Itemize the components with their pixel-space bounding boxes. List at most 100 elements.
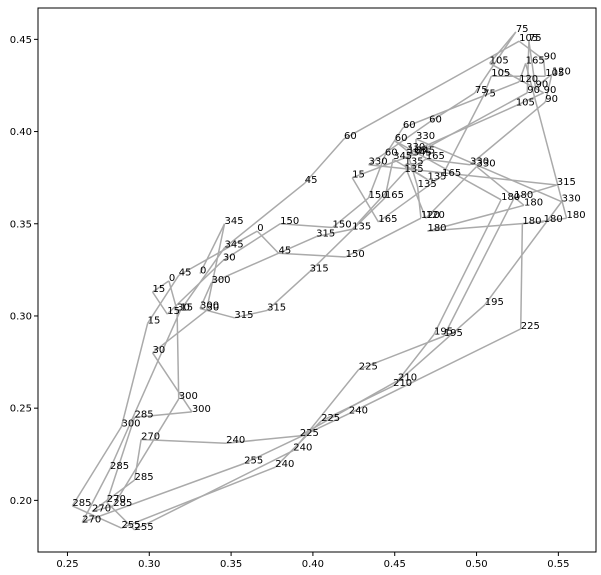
- series-segment: [120, 323, 149, 427]
- series-segment: [542, 59, 547, 77]
- data-point-label: 225: [321, 413, 340, 424]
- data-point-label: 255: [244, 455, 263, 466]
- data-point-label: 315: [316, 229, 335, 240]
- series-segment: [106, 417, 136, 503]
- data-point-label: 45: [279, 245, 292, 256]
- data-point-label: 60: [403, 120, 416, 131]
- series-segment: [404, 164, 428, 181]
- y-axis-ticks: 0.200.250.300.350.400.45: [10, 35, 38, 507]
- data-point-label: 300: [200, 301, 219, 312]
- series-segment: [81, 468, 111, 523]
- data-point-label: 345: [393, 151, 412, 162]
- y-tick-label: 0.20: [10, 496, 32, 507]
- series-segment: [280, 223, 333, 229]
- y-tick-label: 0.40: [10, 127, 32, 138]
- data-point-label: 345: [225, 216, 244, 227]
- data-point-label: 315: [267, 302, 286, 313]
- data-point-label: 165: [408, 146, 427, 157]
- data-point-label: 165: [442, 168, 461, 179]
- series-lines: [71, 31, 568, 531]
- series-segment: [224, 182, 306, 249]
- data-point-label: 90: [544, 85, 557, 96]
- series-segment: [266, 271, 311, 311]
- data-point-label: 330: [477, 159, 496, 170]
- series-segment: [427, 221, 544, 232]
- data-point-label: 300: [211, 275, 230, 286]
- series-segment: [412, 92, 528, 157]
- data-point-label: 0: [257, 223, 263, 234]
- series-segment: [484, 201, 563, 306]
- data-point-label: 105: [516, 98, 535, 109]
- data-point-label: 300: [121, 419, 140, 430]
- series-segment: [178, 230, 258, 277]
- data-point-label: 60: [385, 148, 398, 159]
- data-point-label: 240: [226, 435, 245, 446]
- data-point-label: 90: [545, 94, 558, 105]
- data-point-label: 105: [545, 68, 564, 79]
- x-tick-label: 0.40: [302, 559, 324, 570]
- data-point-label: 285: [135, 472, 154, 483]
- series-segment: [403, 164, 427, 219]
- data-point-label: 120: [421, 210, 440, 221]
- series-segment: [469, 101, 546, 166]
- data-point-label: 330: [369, 157, 388, 168]
- data-point-label: 285: [135, 409, 154, 420]
- data-point-label: 60: [429, 114, 442, 125]
- data-point-label: 135: [427, 171, 446, 182]
- data-point-label: 180: [544, 214, 563, 225]
- series-segment: [211, 235, 317, 284]
- series-segment: [109, 310, 182, 470]
- series-segment: [345, 217, 422, 258]
- series-segment: [394, 140, 502, 201]
- series-segment: [351, 152, 417, 179]
- x-tick-label: 0.25: [56, 559, 78, 570]
- data-point-label: 90: [527, 85, 540, 96]
- data-point-label: 225: [521, 321, 540, 332]
- data-point-label: 180: [501, 192, 520, 203]
- data-point-label: 120: [426, 210, 445, 221]
- series-segment: [226, 435, 300, 444]
- series-segment: [518, 63, 527, 83]
- data-point-label: 330: [406, 142, 425, 153]
- data-point-label: 30: [207, 302, 220, 313]
- series-segment: [407, 105, 517, 155]
- data-point-label: 150: [333, 219, 352, 230]
- series-segment: [404, 158, 427, 173]
- series-segment: [415, 138, 562, 203]
- data-point-label: 345: [416, 146, 435, 157]
- series-segment: [309, 197, 386, 273]
- series-segment: [482, 75, 492, 97]
- data-point-label: 105: [519, 33, 538, 44]
- series-segment: [402, 81, 520, 129]
- data-point-label: 120: [519, 74, 538, 85]
- series-segment: [427, 204, 525, 232]
- series-segment: [256, 230, 280, 254]
- x-tick-label: 0.50: [465, 559, 487, 570]
- data-point-label: 330: [562, 194, 581, 205]
- data-point-label: 195: [434, 326, 453, 337]
- data-point-label: 60: [395, 133, 408, 144]
- data-point-label: 75: [516, 24, 529, 35]
- series-segment: [425, 158, 471, 166]
- series-segment: [152, 309, 208, 354]
- data-point-label: 270: [107, 494, 126, 505]
- data-point-label: 255: [135, 522, 154, 533]
- series-segment: [544, 74, 553, 103]
- data-point-label: 90: [535, 79, 548, 90]
- series-segment: [425, 166, 478, 219]
- data-point-label: 195: [485, 297, 504, 308]
- data-point-label: 30: [223, 253, 236, 264]
- series-segment: [524, 63, 568, 219]
- data-point-label: 150: [346, 249, 365, 260]
- data-point-label: 45: [305, 175, 318, 186]
- series-segment: [518, 40, 545, 61]
- data-point-label: 120: [552, 66, 571, 77]
- data-point-label: 75: [475, 85, 488, 96]
- series-segment: [304, 138, 345, 184]
- data-point-label: 240: [293, 443, 312, 454]
- series-segment: [299, 379, 399, 437]
- series-segment: [392, 304, 486, 387]
- data-point-label: 240: [349, 406, 368, 417]
- data-point-label: 90: [544, 52, 557, 63]
